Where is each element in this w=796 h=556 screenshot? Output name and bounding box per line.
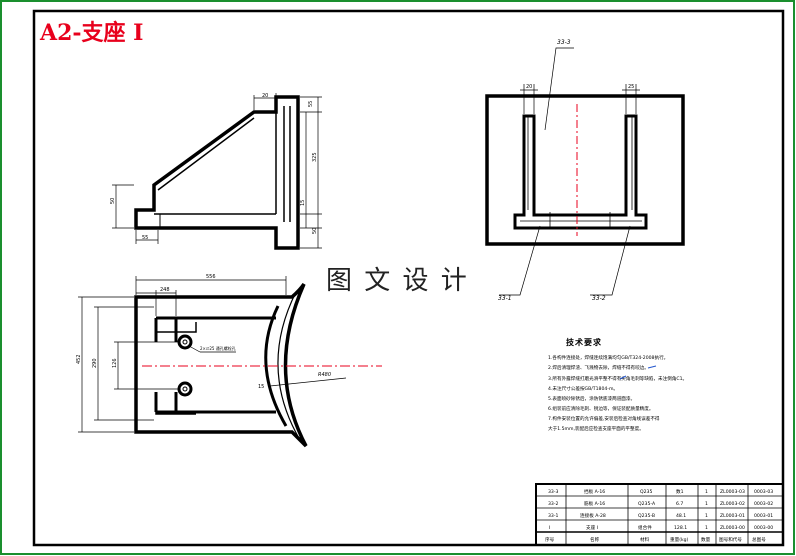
dim-overall-height: 452 bbox=[76, 354, 82, 364]
svg-text:总图号: 总图号 bbox=[752, 536, 766, 543]
tech-notes: 技术要求 1.各构件连接处，焊缝连续饱满均匀GB/T324-2008执行。 2.… bbox=[548, 337, 687, 432]
top-right-view bbox=[485, 47, 685, 296]
dim-arc-radius: R480 bbox=[318, 372, 331, 378]
svg-text:6.7: 6.7 bbox=[676, 501, 683, 507]
bom-row: 33-2 筋板 A-16 Q235-A 6.7 1 ZL0003-02 0003… bbox=[548, 500, 773, 507]
callout-33-1: 33-1 bbox=[498, 295, 512, 302]
dim-side-left-small: 50 bbox=[110, 198, 116, 204]
hole-note: 2×∅25 通孔螺栓孔 bbox=[200, 345, 236, 351]
dim-right-slot: 25 bbox=[628, 84, 634, 90]
svg-text:数量: 数量 bbox=[701, 536, 711, 543]
svg-text:0003-02: 0003-02 bbox=[754, 501, 773, 507]
bom-row: 33-1 连接板 A-28 Q235-B 48.1 1 ZL0003-01 00… bbox=[548, 512, 773, 519]
svg-text:Ⅰ: Ⅰ bbox=[549, 525, 550, 531]
svg-text:组合件: 组合件 bbox=[638, 524, 652, 531]
dim-overall-width: 556 bbox=[206, 274, 216, 280]
svg-text:Q235-A: Q235-A bbox=[638, 501, 656, 507]
watermark: 图 文 设 计 bbox=[326, 266, 469, 296]
svg-text:ZL0003-00: ZL0003-00 bbox=[720, 525, 745, 531]
svg-text:数1: 数1 bbox=[676, 488, 684, 495]
svg-text:1: 1 bbox=[705, 525, 708, 531]
tech-note-line: 4.未注尺寸公差按GB/T1804-m。 bbox=[548, 385, 618, 392]
hole-bottom bbox=[177, 381, 193, 397]
svg-text:图号和代号: 图号和代号 bbox=[719, 536, 742, 543]
tech-note-line: 7.构件安装位置的允许偏差,安装后检查对角线误差不得 bbox=[548, 415, 660, 422]
tech-note-line: 3.所有外露焊缝打磨光滑平整不得有尖角毛刺等缺陷，未注倒角C1。 bbox=[548, 375, 687, 382]
side-view-inner-lines bbox=[154, 106, 291, 222]
bom-row: Ⅰ 支座 Ⅰ 组合件 128.1 1 ZL0003-00 0003-00 bbox=[549, 524, 773, 531]
bom-table bbox=[535, 483, 784, 546]
dim-side-right-bottom: 50 bbox=[312, 228, 318, 234]
svg-text:1: 1 bbox=[705, 501, 708, 507]
bom-header: 序号 名称 材料 重量(kg) 数量 图号和代号 总图号 bbox=[545, 536, 766, 543]
svg-text:序号: 序号 bbox=[545, 536, 555, 543]
plan-view bbox=[78, 276, 347, 448]
svg-text:支座 Ⅰ: 支座 Ⅰ bbox=[586, 524, 598, 531]
side-view bbox=[112, 93, 322, 250]
svg-text:0003-00: 0003-00 bbox=[754, 525, 773, 531]
tech-note-line: 1.各构件连接处，焊缝连续饱满均匀GB/T324-2008执行。 bbox=[548, 354, 668, 361]
tech-notes-title: 技术要求 bbox=[566, 337, 602, 347]
svg-text:连接板 A-28: 连接板 A-28 bbox=[580, 512, 606, 519]
tech-note-line: 大于1.5mm,装配后应检查支座平面的平整度。 bbox=[548, 425, 644, 432]
dim-side-bottom-left: 55 bbox=[142, 235, 148, 241]
hole-top bbox=[177, 334, 193, 350]
svg-text:筋板 A-16: 筋板 A-16 bbox=[584, 500, 605, 507]
svg-text:33-1: 33-1 bbox=[548, 513, 559, 519]
svg-text:Q235: Q235 bbox=[640, 489, 652, 495]
inner-border bbox=[32, 9, 785, 547]
svg-text:ZL0003-01: ZL0003-01 bbox=[720, 513, 745, 519]
tech-note-line: 2.焊后清理焊渣、飞溅物去除，焊缝不得有咬边。 bbox=[548, 364, 649, 371]
svg-text:重量(kg): 重量(kg) bbox=[670, 536, 689, 543]
dim-arc-small: 15 bbox=[258, 384, 264, 390]
svg-text:ZL0003-03: ZL0003-03 bbox=[720, 489, 745, 495]
side-view-outline bbox=[134, 95, 300, 250]
svg-text:33-3: 33-3 bbox=[548, 489, 559, 495]
svg-text:33-2: 33-2 bbox=[548, 501, 559, 507]
dim-side-top: 20 bbox=[262, 93, 268, 99]
svg-text:48.1: 48.1 bbox=[676, 513, 686, 519]
dim-inner-width: 248 bbox=[160, 287, 170, 293]
dim-hole-spacing: 126 bbox=[112, 358, 118, 368]
svg-text:128.1: 128.1 bbox=[674, 525, 687, 531]
callout-33-3: 33-3 bbox=[557, 39, 571, 46]
svg-text:0003-01: 0003-01 bbox=[754, 513, 773, 519]
svg-text:挡板 A-16: 挡板 A-16 bbox=[584, 488, 605, 495]
svg-text:名称: 名称 bbox=[590, 536, 600, 543]
svg-text:Q235-B: Q235-B bbox=[638, 513, 655, 519]
svg-text:材料: 材料 bbox=[640, 536, 650, 543]
svg-text:1: 1 bbox=[705, 513, 708, 519]
tech-note-line: 6.组装前应清除毛刺、锐边等，保证装配质量精度。 bbox=[548, 405, 653, 412]
dim-side-right-top: 55 bbox=[308, 101, 314, 107]
dim-inner-height: 290 bbox=[92, 358, 98, 368]
bom-row: 33-3 挡板 A-16 Q235 数1 1 ZL0003-03 0003-03 bbox=[548, 488, 773, 495]
top-right-frame bbox=[485, 94, 685, 246]
svg-text:ZL0003-02: ZL0003-02 bbox=[720, 501, 745, 507]
svg-text:0003-03: 0003-03 bbox=[754, 489, 773, 495]
callout-33-2: 33-2 bbox=[592, 295, 606, 302]
tech-note-line: 5.表面喷砂除锈后，涂防锈底漆两道面漆。 bbox=[548, 395, 635, 402]
bom-rows: 33-3 挡板 A-16 Q235 数1 1 ZL0003-03 0003-03… bbox=[545, 488, 773, 543]
sheet-title: A2-支座 Ⅰ bbox=[39, 20, 143, 46]
dim-side-right-mid: 15 bbox=[300, 200, 306, 206]
u-bracket bbox=[513, 114, 648, 230]
dim-left-slot: 20 bbox=[526, 84, 532, 90]
svg-text:1: 1 bbox=[705, 489, 708, 495]
plan-outline bbox=[134, 283, 308, 448]
dim-side-right-height: 325 bbox=[312, 152, 318, 162]
